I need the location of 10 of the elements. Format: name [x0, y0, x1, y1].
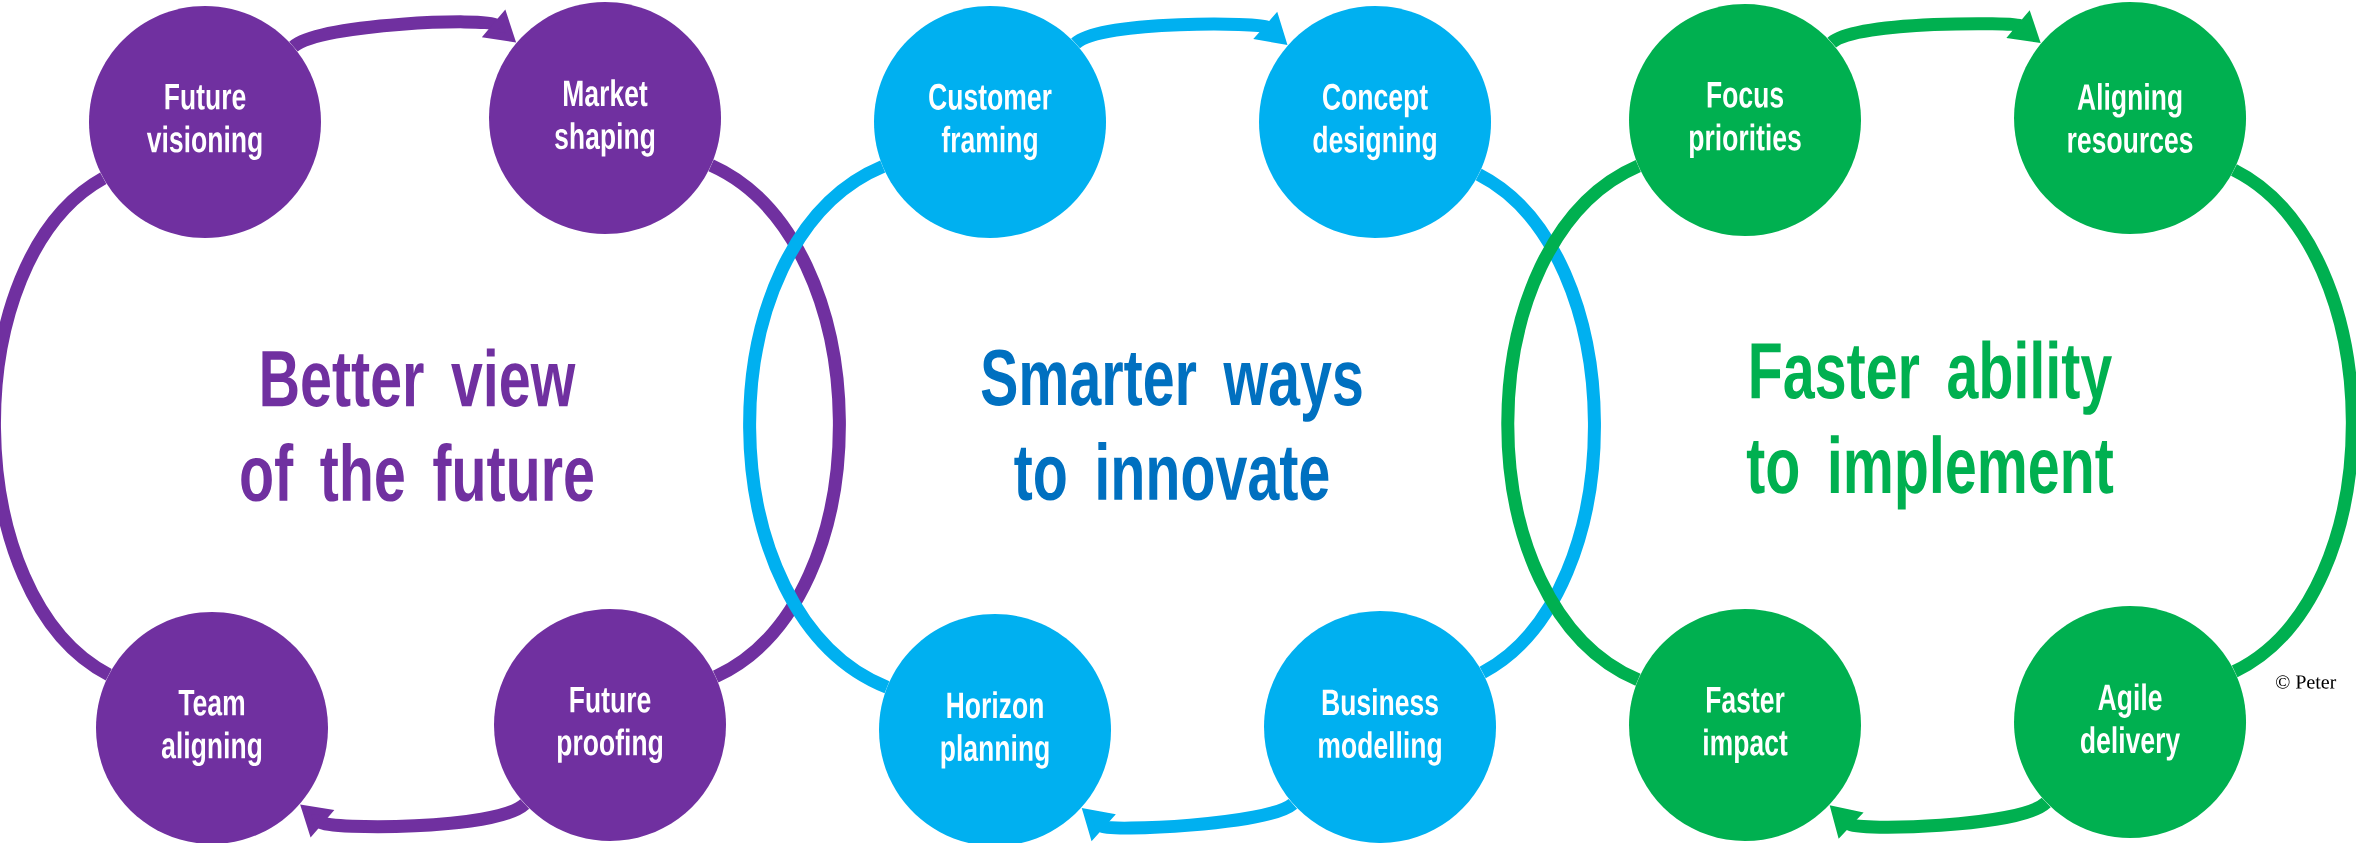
connector-arc	[707, 159, 846, 683]
heading-text: Better view of the future	[241, 348, 593, 502]
heading-text: Faster ability to implement	[1746, 340, 2114, 510]
connector-arc	[1501, 160, 1642, 686]
connector-arc	[0, 173, 113, 680]
connector-arc	[2230, 164, 2356, 677]
connector-arc	[1474, 169, 1601, 678]
copyright-note: © Peter	[2276, 675, 2337, 689]
heading-text: Smarter ways to innovate	[981, 349, 1362, 501]
connector-arc	[743, 161, 891, 693]
